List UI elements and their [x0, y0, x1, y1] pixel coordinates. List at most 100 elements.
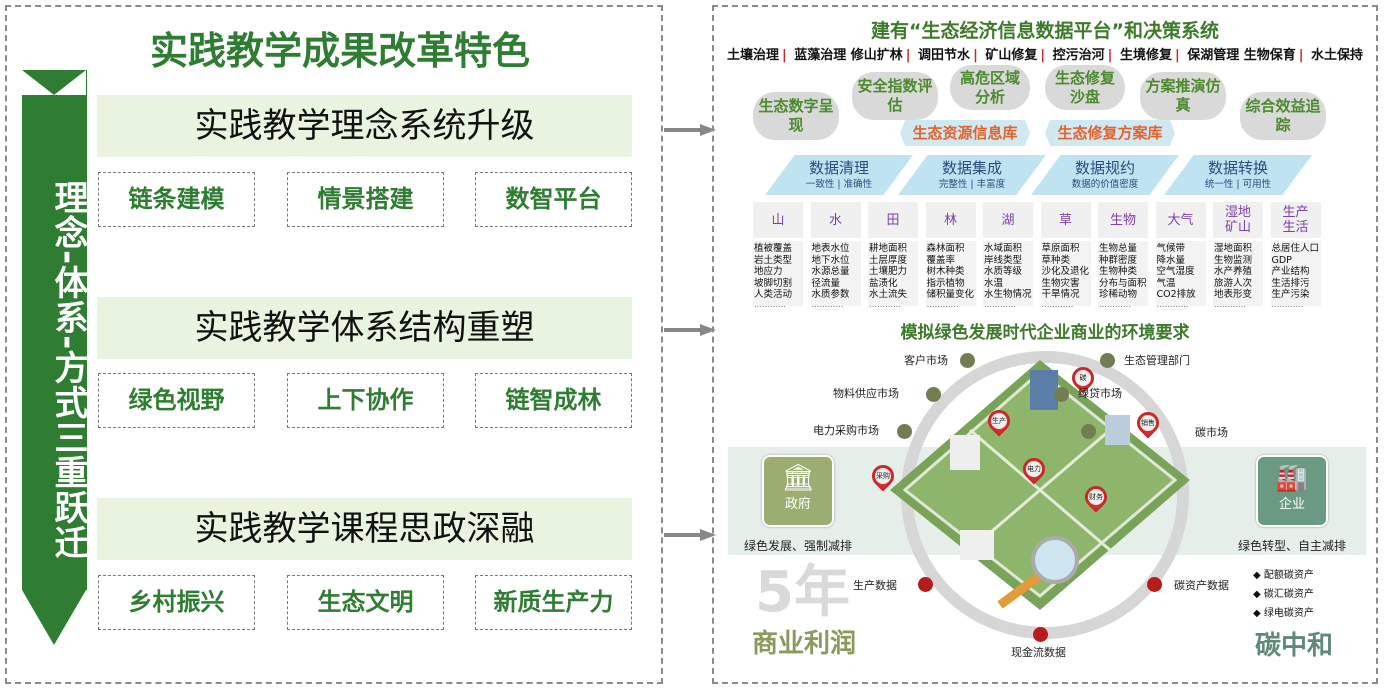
data-column: 水地表水位地下水位水源总量径流量水质参数………… — [810, 202, 861, 308]
tag: 调田节水 — [918, 48, 971, 63]
node-dot — [960, 353, 975, 368]
tag-row: 土壤治理| 蓝藻治理 修山扩林| 调田节水| 矿山修复| 控污治河| 生境修复|… — [726, 48, 1364, 63]
enterprise-card: 🏭 企业 — [1256, 455, 1328, 527]
platform-title: 建有“生态经济信息数据平台”和决策系统 — [871, 20, 1219, 42]
ent-desc: 绿色转型、自主减排 — [1238, 539, 1347, 553]
column-items: 地表水位地下水位水源总量径流量水质参数………… — [810, 241, 861, 308]
column-items: 生物总量种群密度生物种类分布与面积珍稀动物………… — [1098, 241, 1148, 309]
carbon-neutral-label: 碳中和 — [1255, 631, 1334, 661]
function-pill: 生态数字呈现 — [753, 92, 839, 140]
side-arrow — [22, 70, 87, 590]
city-illustration — [890, 360, 1190, 610]
years-watermark: 5年 — [755, 560, 850, 625]
down-arrow-icon — [22, 590, 86, 645]
node-dot — [1054, 387, 1069, 402]
column-items: 森林面积覆盖率树木种类指示植物储积量变化………… — [925, 241, 976, 309]
column-items: 耕地面积土层厚度土壤肥力盐渍化水土流失………… — [868, 241, 918, 308]
process-step: 数据集成完整性 | 丰富度 — [898, 155, 1046, 195]
data-label: 生产数据 — [853, 579, 897, 592]
tag: 蓝藻治理 修山扩林 — [794, 48, 903, 63]
node-dot — [1033, 627, 1048, 642]
left-title: 实践教学成果改革特色 — [149, 29, 530, 73]
side-label: 理念-体系-方式三重跃迁 — [48, 179, 88, 561]
column-head: 水 — [810, 202, 861, 238]
column-head: 山 — [753, 202, 803, 238]
feature-box: 链条建模 — [98, 172, 255, 227]
market-label: 生态管理部门 — [1124, 354, 1190, 367]
feature-box: 生态文明 — [287, 575, 444, 630]
process-step: 数据清理一致性 | 准确性 — [765, 155, 913, 195]
library-banner: 生态修复方案库 — [1045, 120, 1175, 146]
market-label: 碳市场 — [1195, 426, 1228, 439]
tag: 控污治河 — [1052, 48, 1105, 63]
section-title: 实践教学理念系统升级 — [97, 95, 632, 157]
function-pill: 方案推演仿真 — [1140, 72, 1226, 120]
data-column: 田耕地面积土层厚度土壤肥力盐渍化水土流失………… — [868, 202, 918, 308]
simulation-title: 模拟绿色发展时代企业商业的环境要求 — [900, 323, 1190, 343]
column-head: 大气 — [1155, 202, 1206, 238]
market-label: 电力采购市场 — [813, 424, 879, 437]
feature-box: 绿色视野 — [98, 373, 255, 428]
market-label: 客户市场 — [904, 354, 948, 367]
data-label: 现金流数据 — [1011, 646, 1066, 659]
node-dot — [1100, 353, 1115, 368]
feature-box: 数智平台 — [475, 172, 632, 227]
right-panel — [712, 5, 1378, 684]
right-arrow-icon — [664, 324, 716, 336]
section-title: 实践教学课程思政深融 — [97, 498, 632, 560]
node-dot — [897, 424, 912, 439]
data-column: 湖水域面积岸线类型水质等级水温水生物情况………… — [983, 202, 1033, 309]
feature-box: 乡村振兴 — [98, 575, 255, 630]
data-column: 林森林面积覆盖率树木种类指示植物储积量变化………… — [925, 202, 976, 309]
feature-box: 链智成林 — [475, 373, 632, 428]
tag: 土壤治理 — [726, 48, 779, 63]
library-banner: 生态资源信息库 — [900, 120, 1030, 146]
right-arrow-icon — [664, 529, 716, 541]
market-label: 绿贷市场 — [1078, 387, 1122, 400]
function-pill: 高危区域分析 — [950, 65, 1030, 110]
tag: 生境修复 — [1119, 48, 1172, 63]
column-items: 湿地面积生物监测水产养殖旅游人次地表形变………… — [1213, 241, 1263, 308]
column-head: 林 — [925, 202, 976, 238]
data-column: 山植被覆盖岩土类型地应力坡脚切割人类活动………… — [753, 202, 803, 308]
left-panel — [5, 5, 663, 684]
function-pill: 综合效益追踪 — [1240, 92, 1326, 140]
column-head: 湖 — [983, 202, 1033, 238]
node-dot — [1081, 424, 1096, 439]
node-dot — [926, 387, 941, 402]
column-head: 湿地矿山 — [1213, 202, 1263, 238]
gov-desc: 绿色发展、强制减排 — [744, 539, 853, 553]
factory-icon: 🏭 — [1275, 463, 1309, 493]
carbon-assets: ◆ 配额碳资产 ◆ 碳汇碳资产 ◆ 绿电碳资产 — [1253, 570, 1314, 619]
function-pill: 生态修复沙盘 — [1045, 65, 1125, 110]
feature-box: 新质生产力 — [475, 575, 632, 630]
data-column: 生物生物总量种群密度生物种类分布与面积珍稀动物………… — [1098, 202, 1148, 309]
column-head: 生物 — [1098, 202, 1148, 238]
node-dot — [918, 577, 933, 592]
column-items: 草原面积草种类沙化及退化生物灾害干旱情况………… — [1040, 241, 1091, 309]
right-arrow-icon — [664, 124, 716, 136]
section-title: 实践教学体系结构重塑 — [97, 297, 632, 359]
data-label: 碳资产数据 — [1174, 579, 1229, 592]
tag: 保湖管理 生物保育 — [1187, 48, 1296, 63]
column-items: 水域面积岸线类型水质等级水温水生物情况………… — [983, 241, 1033, 309]
data-column: 湿地矿山湿地面积生物监测水产养殖旅游人次地表形变………… — [1213, 202, 1263, 308]
node-dot — [1147, 577, 1162, 592]
column-head: 田 — [868, 202, 918, 238]
profit-label: 商业利润 — [752, 629, 857, 659]
government-card: 🏛 政府 — [762, 455, 834, 527]
column-head: 草 — [1040, 202, 1091, 238]
feature-box: 上下协作 — [287, 373, 444, 428]
column-head: 生产生活 — [1270, 202, 1321, 238]
capitol-icon: 🏛 — [781, 463, 815, 493]
market-label: 物料供应市场 — [833, 387, 899, 400]
feature-box: 情景搭建 — [287, 172, 444, 227]
tag: 水土保持 — [1311, 48, 1364, 63]
data-column: 草草原面积草种类沙化及退化生物灾害干旱情况………… — [1040, 202, 1091, 309]
column-items: 植被覆盖岩土类型地应力坡脚切割人类活动………… — [753, 241, 803, 308]
tag: 矿山修复 — [985, 48, 1038, 63]
